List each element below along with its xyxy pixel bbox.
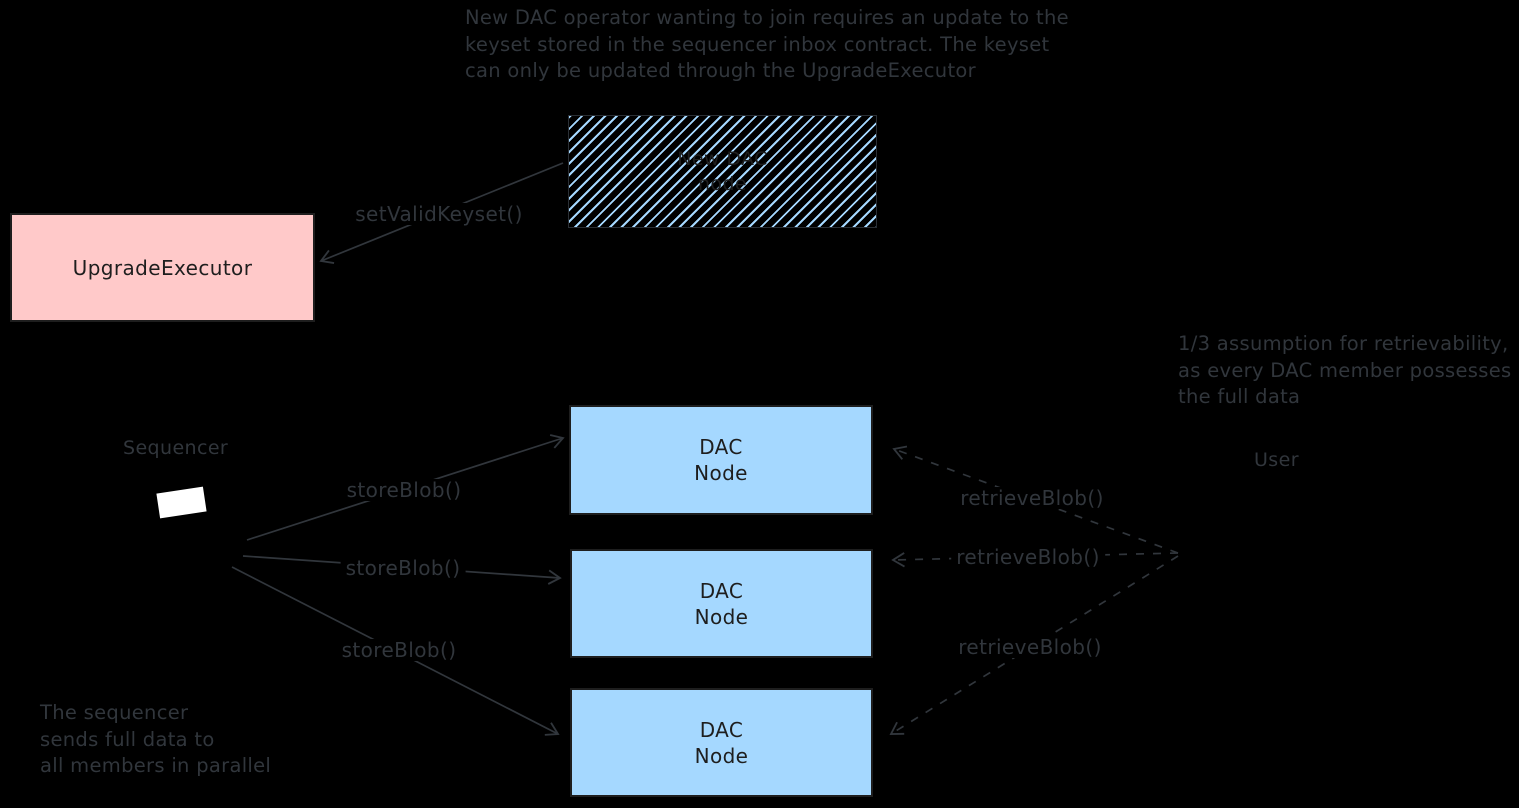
parallel-note-line: sends full data to bbox=[40, 727, 215, 751]
store-blob-1-label: storeBlob() bbox=[341, 479, 467, 501]
upgrade-executor-box[interactable]: UpgradeExecutor bbox=[10, 213, 315, 322]
edge-retrieve-blob-3-arrow bbox=[889, 555, 1179, 735]
retrieve-blob-2-label: retrieveBlob() bbox=[951, 546, 1105, 568]
dac-node-1-label-line2: Node bbox=[694, 461, 748, 485]
dac-node-3-box[interactable]: DAC Node bbox=[570, 688, 873, 797]
new-dac-node-box[interactable]: New DAC node bbox=[568, 115, 877, 228]
dac-node-1-label-line1: DAC bbox=[699, 435, 743, 459]
parallel-note-line: all members in parallel bbox=[40, 754, 272, 777]
sequencer-label: Sequencer bbox=[123, 437, 229, 459]
retrieve-blob-1-label: retrieveBlob() bbox=[955, 487, 1109, 509]
top-note-line: keyset stored in the sequencer inbox con… bbox=[465, 32, 1050, 56]
parallel-note-line: The sequencer bbox=[40, 701, 189, 724]
set-valid-keyset-label: setValidKeyset() bbox=[350, 203, 528, 225]
retrievability-note-line: 1/3 assumption for retrievability, bbox=[1178, 332, 1509, 355]
upgrade-executor-label: UpgradeExecutor bbox=[72, 255, 253, 280]
top-note-line: New DAC operator wanting to join require… bbox=[465, 6, 1069, 29]
dac-node-2-box[interactable]: DAC Node bbox=[570, 549, 873, 658]
new-dac-node-label-line1: New DAC bbox=[677, 147, 768, 170]
dac-node-2-label-line1: DAC bbox=[699, 578, 744, 603]
dac-node-1-box[interactable]: DAC Node bbox=[569, 405, 873, 515]
user-label: User bbox=[1254, 449, 1299, 471]
dac-node-3-label-line1: DAC bbox=[699, 717, 744, 742]
top-note: New DAC operator wanting to join require… bbox=[465, 5, 1069, 85]
top-note-line: can only be updated through the UpgradeE… bbox=[465, 59, 976, 82]
store-blob-2-label: storeBlob() bbox=[340, 557, 466, 579]
retrievability-note-line: as every DAC member possesses bbox=[1178, 358, 1512, 382]
store-blob-3-label: storeBlob() bbox=[336, 639, 462, 661]
parallel-note: The sequencer sends full data to all mem… bbox=[40, 700, 271, 780]
retrievability-note: 1/3 assumption for retrievability, as ev… bbox=[1178, 331, 1511, 411]
retrievability-note-line: the full data bbox=[1178, 385, 1301, 408]
dac-node-3-label-line2: Node bbox=[694, 743, 749, 768]
retrieve-blob-3-label: retrieveBlob() bbox=[953, 636, 1107, 658]
new-dac-node-label-line2: node bbox=[697, 172, 748, 195]
dac-node-2-label-line2: Node bbox=[694, 604, 749, 629]
